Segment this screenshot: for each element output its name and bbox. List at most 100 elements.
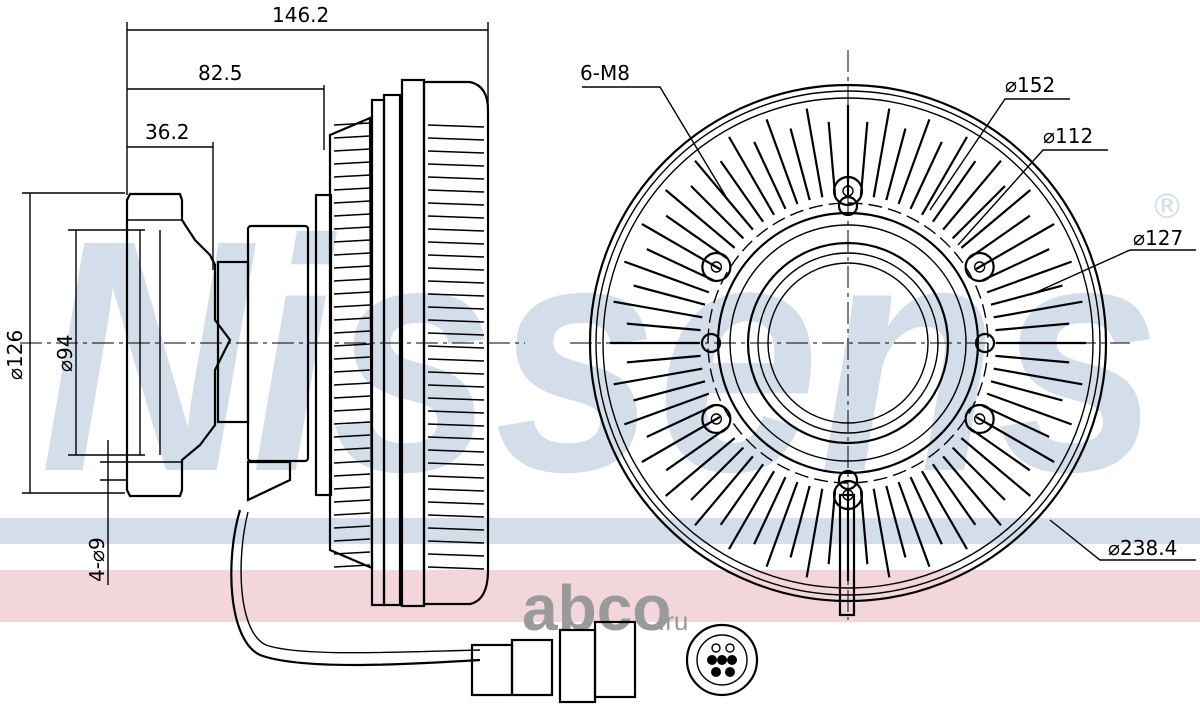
side-fin [333, 226, 371, 230]
side-fin [333, 239, 371, 243]
fin [728, 470, 775, 550]
dim-flange-dia: ⌀126 [3, 330, 27, 380]
fin [719, 160, 765, 223]
side-fin [333, 382, 371, 386]
watermark-brand: Nissens [40, 171, 1160, 540]
fin [665, 426, 728, 472]
bolt-hole-thread [710, 413, 723, 425]
fin [623, 260, 710, 294]
side-fin [427, 423, 485, 427]
bolt-hole-thread [973, 261, 986, 273]
fin [753, 476, 787, 545]
side-fin [333, 538, 371, 542]
dim-flange-depth: 36.2 [145, 120, 190, 144]
side-fin [427, 241, 485, 245]
bolt-hole [701, 403, 732, 435]
fin [641, 223, 721, 270]
fin [633, 380, 706, 402]
side-fin [427, 540, 485, 544]
fin [981, 248, 1050, 282]
fin [897, 118, 931, 205]
fin [921, 136, 968, 216]
side-fin [427, 384, 485, 388]
side-fin [427, 371, 485, 375]
side-fin [333, 421, 371, 425]
side-fin [427, 410, 485, 414]
side-fin [333, 356, 371, 360]
side-fin [333, 330, 371, 334]
dim-inner-dia: ⌀112 [1043, 124, 1093, 148]
fin [664, 189, 736, 249]
fin [968, 214, 1031, 260]
fin [872, 488, 891, 578]
fin [633, 284, 706, 306]
side-fin [427, 306, 485, 310]
fin [921, 470, 968, 550]
fin [626, 322, 701, 332]
side-fin [333, 408, 371, 412]
fin [960, 437, 1032, 497]
side-fin [427, 462, 485, 466]
fin [753, 141, 787, 210]
watermark-band-blue [0, 518, 1200, 544]
side-fin [427, 397, 485, 401]
watermark-site: abco [522, 572, 671, 644]
side-fin [427, 228, 485, 232]
bolt-hole [701, 251, 732, 283]
pin-hole [700, 332, 722, 354]
fin [690, 185, 745, 240]
fin [909, 476, 943, 545]
dim-overall-length: 146.2 [272, 3, 329, 27]
fin [993, 367, 1083, 386]
pin-hole [837, 469, 859, 491]
fin [942, 159, 1002, 231]
fin [827, 490, 837, 565]
side-fin [427, 358, 485, 362]
side-fin [333, 187, 371, 191]
fin [664, 437, 736, 497]
side-fin [427, 202, 485, 206]
fin [646, 248, 715, 282]
fin [990, 284, 1063, 306]
side-fin [333, 551, 371, 555]
dim-bolt-holes: 4-⌀9 [85, 537, 109, 582]
bolt-hole [964, 403, 995, 435]
side-fin [333, 512, 371, 516]
watermark-site-tld: .ru [658, 606, 688, 636]
side-fin [333, 369, 371, 373]
fin [805, 108, 824, 198]
pin-hole [974, 332, 996, 354]
fin [646, 404, 715, 438]
side-fin [333, 343, 371, 347]
fin [872, 108, 891, 198]
side-fin [427, 488, 485, 492]
watermark: Nissens ® abco .ru [0, 171, 1200, 644]
side-fin [427, 215, 485, 219]
side-fin [427, 280, 485, 284]
fin [859, 121, 869, 196]
fin [613, 300, 703, 319]
side-fin [427, 436, 485, 440]
side-fin [333, 525, 371, 529]
side-fin [427, 527, 485, 531]
fin [990, 380, 1063, 402]
side-fin [333, 213, 371, 217]
fin [981, 404, 1050, 438]
fin [897, 481, 931, 568]
fin [827, 121, 837, 196]
side-fin [333, 460, 371, 464]
side-fin [427, 163, 485, 167]
side-fin [427, 566, 485, 570]
bolt-holes [700, 175, 996, 511]
side-fin [427, 176, 485, 180]
fin [690, 446, 745, 501]
bolt-hole-thread [973, 413, 986, 425]
fin [995, 354, 1070, 364]
side-fin [427, 124, 485, 128]
side-fin [427, 553, 485, 557]
side-fin [427, 137, 485, 141]
fin [951, 446, 1006, 501]
side-fin [333, 291, 371, 295]
bolt-hole [832, 175, 864, 207]
